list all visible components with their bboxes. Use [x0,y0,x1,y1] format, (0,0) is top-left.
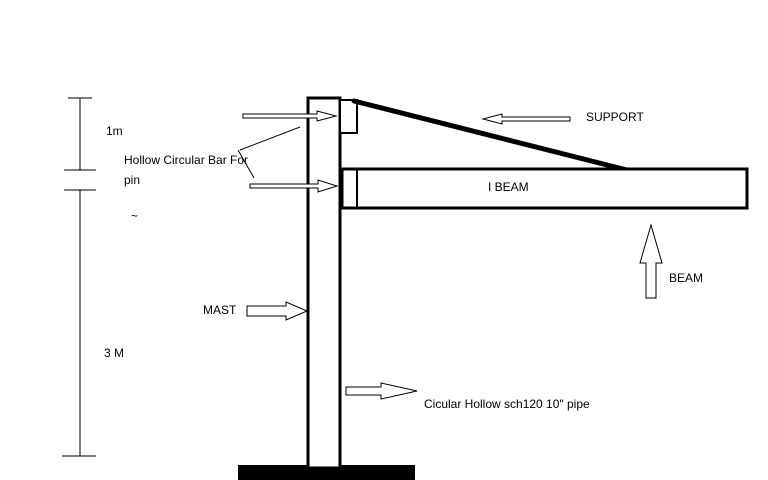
support-label: SUPPORT [586,110,644,124]
dimension-3m [62,189,96,457]
pipe-arrow [345,382,418,400]
support-tie-rod [351,98,630,173]
pin-label-line2: pin [124,173,140,187]
support-arrow [481,113,571,125]
mast-label: MAST [203,303,237,317]
i-beam-label: I BEAM [488,180,529,194]
dimension-3m-label: 3 M [104,346,124,360]
beam-label: BEAM [669,271,703,285]
beam-arrow [639,223,663,299]
pipe-label: Cicular Hollow sch120 10" pipe [424,397,590,411]
mast-arrow [246,301,309,321]
pin-leader-lines [237,126,301,179]
base-plate [238,465,415,480]
i-beam [340,167,749,210]
stray-mark: ~ [131,209,138,223]
dimension-1m [64,97,96,171]
top-pin-bracket [339,99,358,134]
pin-label-line1: Hollow Circular Bar For [124,153,248,167]
top-pin-arrow [242,110,338,122]
mast [306,96,342,470]
lower-pin-arrow [249,179,339,193]
dimension-1m-label: 1m [106,124,123,138]
